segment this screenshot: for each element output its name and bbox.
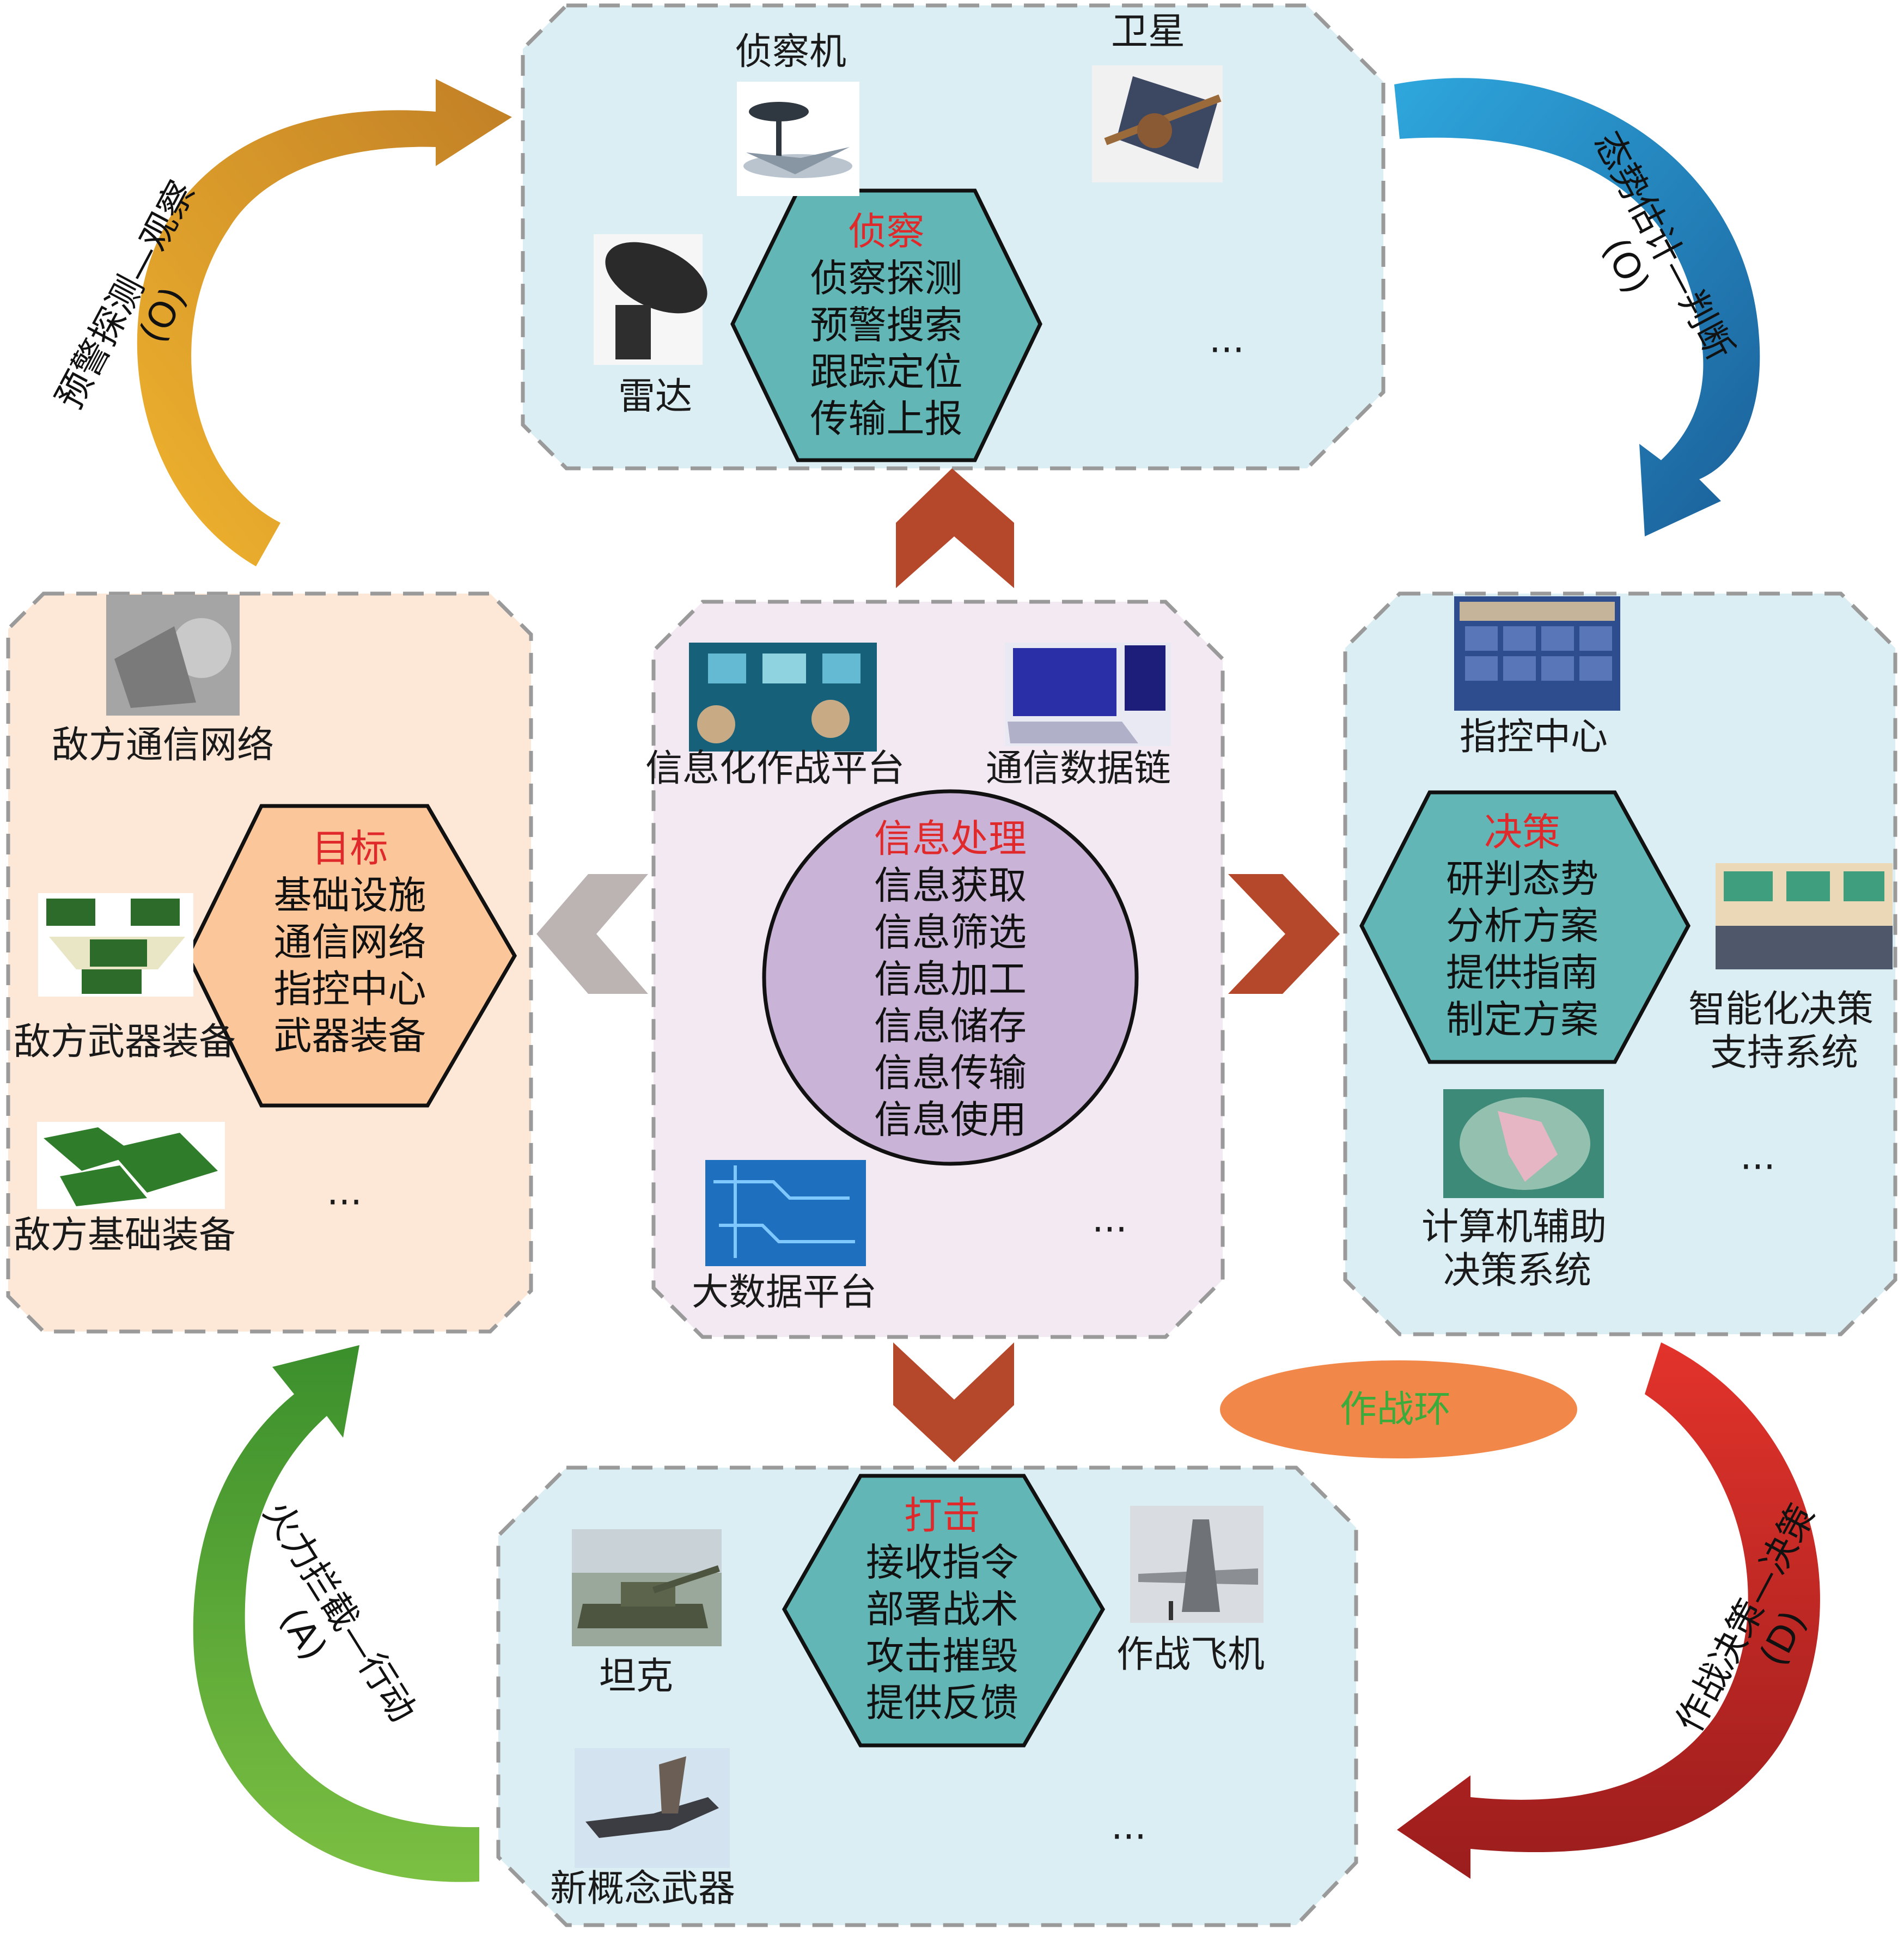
new-concept-weapon-label: 新概念武器 <box>550 1867 736 1910</box>
bigdata-image <box>705 1160 866 1266</box>
smart-decision-image <box>1716 863 1893 969</box>
info-more-label: ··· <box>1092 1208 1127 1251</box>
bigdata-label: 大数据平台 <box>692 1271 877 1314</box>
info-item: 信息使用 <box>874 1097 1027 1142</box>
info-circle <box>762 789 1139 1166</box>
target-item: 通信网络 <box>273 920 426 964</box>
target-more-label: ··· <box>327 1181 362 1224</box>
target-item: 武器装备 <box>273 1013 426 1058</box>
tank-label: 坦克 <box>599 1655 674 1698</box>
info-platform-label: 信息化作战平台 <box>645 747 905 790</box>
recon-plane-image <box>737 82 859 196</box>
strike-item: 部署战术 <box>866 1587 1018 1632</box>
strike-item: 提供反馈 <box>866 1681 1018 1725</box>
recon-plane-label: 侦察机 <box>735 30 847 74</box>
recon-item: 预警搜索 <box>810 303 963 347</box>
datalink-label: 通信数据链 <box>986 747 1171 790</box>
info-item: 信息加工 <box>874 957 1027 1001</box>
recon-item: 侦察探测 <box>810 256 963 301</box>
enemy-weapons-image <box>38 893 193 997</box>
strike-item: 接收指令 <box>866 1540 1018 1585</box>
strike-item: 攻击摧毁 <box>866 1634 1018 1678</box>
target-hexagon-text: 目标 基础设施 通信网络 指控中心 武器装备 <box>229 820 471 1065</box>
chevron-up-icon <box>896 468 1014 588</box>
decision-more-label: ··· <box>1740 1146 1775 1189</box>
target-item: 指控中心 <box>273 967 426 1011</box>
decision-item: 研判态势 <box>1446 857 1598 901</box>
info-heading: 信息处理 <box>874 816 1027 861</box>
recon-item: 跟踪定位 <box>810 350 963 394</box>
radar-label: 雷达 <box>618 375 693 418</box>
decision-item: 分析方案 <box>1446 903 1598 948</box>
smart-decision-label-1: 智能化决策 <box>1688 988 1874 1031</box>
command-center-label: 指控中心 <box>1460 716 1608 759</box>
strike-hexagon <box>782 1474 1106 1748</box>
recon-hexagon <box>730 188 1042 462</box>
decision-heading: 决策 <box>1484 810 1560 854</box>
recon-hexagon-text: 侦察 侦察探测 预警搜索 跟踪定位 传输上报 <box>757 203 1016 448</box>
radar-image <box>594 234 707 365</box>
target-item: 基础设施 <box>273 873 426 918</box>
command-center-image <box>1454 596 1620 711</box>
fighter-aircraft-image <box>1130 1506 1264 1623</box>
enemy-weapons-label: 敌方武器装备 <box>14 1021 236 1064</box>
combat-ring-ellipse <box>1220 1360 1577 1458</box>
datalink-image <box>1005 643 1171 746</box>
info-item: 信息筛选 <box>874 910 1027 955</box>
info-circle-text: 信息处理 信息获取 信息筛选 信息加工 信息储存 信息传输 信息使用 <box>820 815 1081 1143</box>
target-heading: 目标 <box>312 826 388 871</box>
decide-loop-arrow <box>1397 1342 1820 1879</box>
chevron-left-icon <box>536 874 648 994</box>
decision-item: 制定方案 <box>1446 997 1598 1042</box>
info-item: 信息储存 <box>874 1004 1027 1048</box>
chevron-down-icon <box>893 1342 1014 1462</box>
enemy-infra-image <box>37 1122 225 1209</box>
computer-aided-label-2: 决策系统 <box>1443 1249 1592 1292</box>
strike-hexagon-text: 打击 接收指令 部署战术 攻击摧毁 提供反馈 <box>822 1487 1062 1732</box>
satellite-image <box>1092 65 1223 182</box>
enemy-network-label: 敌方通信网络 <box>52 724 274 767</box>
new-concept-weapon-image <box>575 1748 730 1868</box>
computer-aided-image <box>1443 1089 1604 1198</box>
enemy-network-image <box>106 595 240 716</box>
combat-ring-label: 作战环 <box>1340 1388 1451 1431</box>
fighter-aircraft-label: 作战飞机 <box>1116 1633 1265 1676</box>
info-item: 信息获取 <box>874 863 1027 908</box>
strike-more-label: ··· <box>1111 1816 1146 1859</box>
strike-heading: 打击 <box>904 1493 980 1538</box>
smart-decision-label-2: 支持系统 <box>1710 1031 1859 1074</box>
orient-loop-arrow <box>1394 78 1760 536</box>
observe-loop-arrow <box>137 79 512 566</box>
info-platform-image <box>689 643 877 752</box>
recon-heading: 侦察 <box>848 209 925 254</box>
info-item: 信息传输 <box>874 1051 1027 1095</box>
decision-hexagon-text: 决策 研判态势 分析方案 提供指南 制定方案 <box>1394 803 1650 1048</box>
computer-aided-label-1: 计算机辅助 <box>1421 1206 1607 1249</box>
enemy-infra-label: 敌方基础装备 <box>14 1214 236 1257</box>
decision-hexagon <box>1359 790 1691 1064</box>
decision-item: 提供指南 <box>1446 950 1598 995</box>
satellite-label: 卫星 <box>1111 10 1186 53</box>
tank-image <box>572 1529 722 1646</box>
recon-more-label: ··· <box>1209 329 1244 372</box>
act-loop-arrow <box>193 1345 480 1882</box>
chevron-right-icon <box>1228 874 1340 994</box>
recon-item: 传输上报 <box>810 396 963 441</box>
